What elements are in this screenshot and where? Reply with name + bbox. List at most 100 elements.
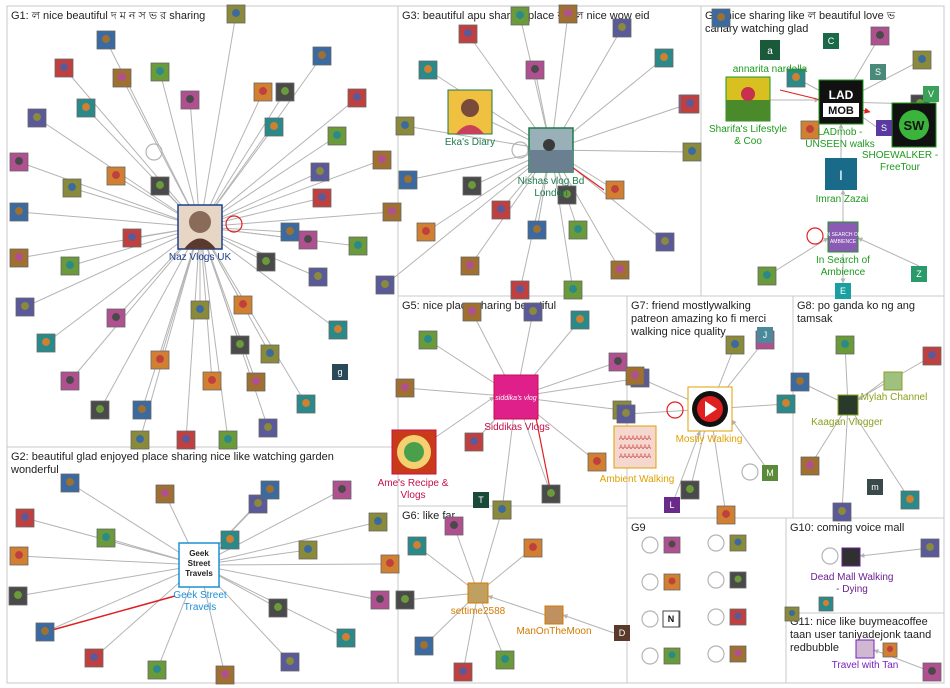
avatar-node[interactable]	[900, 490, 920, 510]
avatar-node[interactable]	[682, 142, 702, 162]
avatar-node[interactable]	[495, 650, 515, 670]
avatar-node[interactable]	[76, 98, 96, 118]
avatar-node[interactable]	[818, 596, 834, 612]
avatar-node[interactable]	[557, 185, 577, 205]
avatar-node[interactable]	[444, 516, 464, 536]
avatar-node[interactable]	[180, 90, 200, 110]
node-ekas-diary[interactable]: Eka's Diary	[445, 89, 495, 148]
node-shoewalker[interactable]: SW SHOEWALKER - FreeTour	[862, 102, 938, 173]
avatar-node[interactable]	[215, 665, 235, 685]
avatar-node[interactable]	[786, 68, 806, 88]
avatar-node[interactable]	[790, 372, 810, 392]
avatar-node[interactable]	[150, 350, 170, 370]
letter-node-g[interactable]: g	[332, 364, 348, 380]
letter-node-E[interactable]: E	[835, 283, 851, 299]
avatar-node[interactable]	[202, 371, 222, 391]
avatar-node[interactable]	[680, 480, 700, 500]
avatar-node[interactable]	[8, 586, 28, 606]
avatar-node[interactable]	[246, 372, 266, 392]
avatar-node[interactable]	[729, 608, 747, 626]
avatar-node[interactable]	[130, 430, 150, 450]
letter-node-C[interactable]: C	[823, 33, 839, 49]
avatar-node[interactable]	[716, 505, 736, 525]
avatar-node[interactable]	[296, 394, 316, 414]
avatar-node[interactable]	[462, 302, 482, 322]
node-naz-vlogs-uk[interactable]: Naz Vlogs UK	[169, 204, 232, 263]
avatar-node[interactable]	[558, 4, 578, 24]
node-settime2588[interactable]: settime2588	[451, 582, 506, 617]
avatar-node[interactable]	[587, 452, 607, 472]
avatar-node[interactable]	[230, 335, 250, 355]
avatar-node[interactable]	[523, 302, 543, 322]
avatar-node[interactable]	[570, 310, 590, 330]
avatar-node[interactable]	[920, 538, 940, 558]
letter-node-S1[interactable]: S	[870, 64, 886, 80]
avatar-node[interactable]	[15, 508, 35, 528]
letter-node-T[interactable]: T	[473, 492, 489, 508]
avatar-node[interactable]	[380, 554, 400, 574]
avatar-node[interactable]	[226, 4, 246, 24]
avatar-node[interactable]	[312, 46, 332, 66]
avatar-node[interactable]	[800, 456, 820, 476]
avatar-node[interactable]	[9, 546, 29, 566]
node-geek-street-travels[interactable]: Geek Street Travels Geek Street Travels	[173, 542, 227, 613]
letter-node-M[interactable]: M	[762, 465, 778, 481]
node-ames-recipe[interactable]: Ame's Recipe & Vlogs	[378, 429, 449, 501]
avatar-node[interactable]	[280, 652, 300, 672]
letter-node-L[interactable]: L	[664, 497, 680, 513]
avatar-node[interactable]	[96, 528, 116, 548]
avatar-node[interactable]	[122, 228, 142, 248]
avatar-node[interactable]	[912, 50, 932, 70]
avatar-node[interactable]	[882, 642, 898, 658]
avatar-node[interactable]	[460, 256, 480, 276]
avatar-node[interactable]	[462, 176, 482, 196]
node-travel-with-tan[interactable]: Travel with Tan	[832, 639, 899, 671]
avatar-node[interactable]	[458, 24, 478, 44]
avatar-node[interactable]	[370, 590, 390, 610]
avatar-node[interactable]	[9, 152, 29, 172]
letter-node-N[interactable]: N	[662, 610, 680, 628]
node-ladmob[interactable]: LAD MOB LADmob - UNSEEN walks	[805, 79, 875, 150]
avatar-node[interactable]	[605, 180, 625, 200]
avatar-node[interactable]	[800, 120, 820, 140]
avatar-node[interactable]	[258, 418, 278, 438]
avatar-node[interactable]	[491, 200, 511, 220]
avatar-node[interactable]	[132, 400, 152, 420]
avatar-node[interactable]	[525, 60, 545, 80]
avatar-node[interactable]	[832, 502, 852, 522]
avatar-node[interactable]	[492, 500, 512, 520]
avatar-node[interactable]	[62, 178, 82, 198]
avatar-node[interactable]	[150, 62, 170, 82]
avatar-node[interactable]	[260, 344, 280, 364]
avatar-node[interactable]	[112, 68, 132, 88]
avatar-node[interactable]	[398, 170, 418, 190]
node-ambient-walking[interactable]: AAAAAAAA AAAAAAAA AAAAAAAA Ambient Walki…	[600, 425, 675, 485]
avatar-node[interactable]	[416, 222, 436, 242]
avatar-node[interactable]	[368, 512, 388, 532]
avatar-node[interactable]	[275, 82, 295, 102]
avatar-node[interactable]	[835, 335, 855, 355]
avatar-node[interactable]	[757, 266, 777, 286]
avatar-node[interactable]	[729, 534, 747, 552]
avatar-node[interactable]	[60, 371, 80, 391]
avatar-node[interactable]	[625, 366, 645, 386]
avatar-node[interactable]	[248, 494, 268, 514]
avatar-node[interactable]	[523, 538, 543, 558]
avatar-node[interactable]	[784, 606, 800, 622]
avatar-node[interactable]	[268, 598, 288, 618]
avatar-node[interactable]	[9, 202, 29, 222]
avatar-node[interactable]	[776, 394, 796, 414]
node-dead-mall-walking[interactable]: Dead Mall Walking - Dying	[811, 547, 894, 595]
avatar-node[interactable]	[147, 660, 167, 680]
avatar-node[interactable]	[155, 484, 175, 504]
avatar-node[interactable]	[616, 404, 636, 424]
letter-node-J[interactable]: J	[757, 327, 773, 343]
avatar-node[interactable]	[60, 256, 80, 276]
avatar-node[interactable]	[510, 280, 530, 300]
avatar-node[interactable]	[54, 58, 74, 78]
node-mylah-channel[interactable]: Mylah Channel	[861, 371, 928, 403]
avatar-node[interactable]	[663, 573, 681, 591]
avatar-node[interactable]	[218, 430, 238, 450]
avatar-node[interactable]	[15, 297, 35, 317]
avatar-node[interactable]	[655, 232, 675, 252]
